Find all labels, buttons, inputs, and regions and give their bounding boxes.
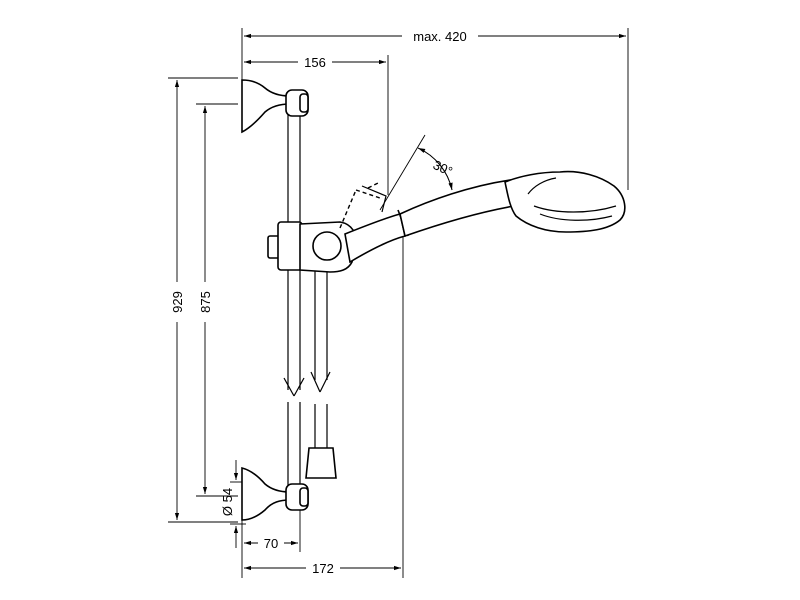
shower-hose — [305, 268, 337, 479]
dim-wall-to-slider-label: 172 — [312, 561, 334, 576]
dim-diameter-label: Ø 54 — [220, 488, 235, 516]
slider-holder — [267, 181, 409, 273]
dim-wall-to-rail-label: 70 — [264, 536, 278, 551]
dim-wall-to-rail: 70 — [241, 510, 301, 578]
bottom-wall-bracket — [241, 466, 309, 521]
slide-rail — [283, 110, 305, 488]
dim-bracket-offset-label: 156 — [304, 55, 326, 70]
dim-mount-height: 875 — [196, 103, 238, 497]
dim-max-width: max. 420 — [241, 27, 629, 190]
dim-bracket-offset: 156 — [244, 53, 389, 195]
dim-total-height: 929 — [168, 77, 238, 523]
hand-shower — [399, 170, 626, 238]
dim-total-height-label: 929 — [170, 291, 185, 313]
top-wall-bracket — [241, 79, 309, 134]
hose-connector — [305, 447, 337, 479]
dim-max-width-label: max. 420 — [413, 29, 466, 44]
dim-diameter: Ø 54 — [220, 460, 246, 548]
dim-mount-height-label: 875 — [198, 291, 213, 313]
dim-angle-label: 30° — [431, 157, 455, 179]
dim-wall-to-slider: 172 — [244, 235, 404, 578]
